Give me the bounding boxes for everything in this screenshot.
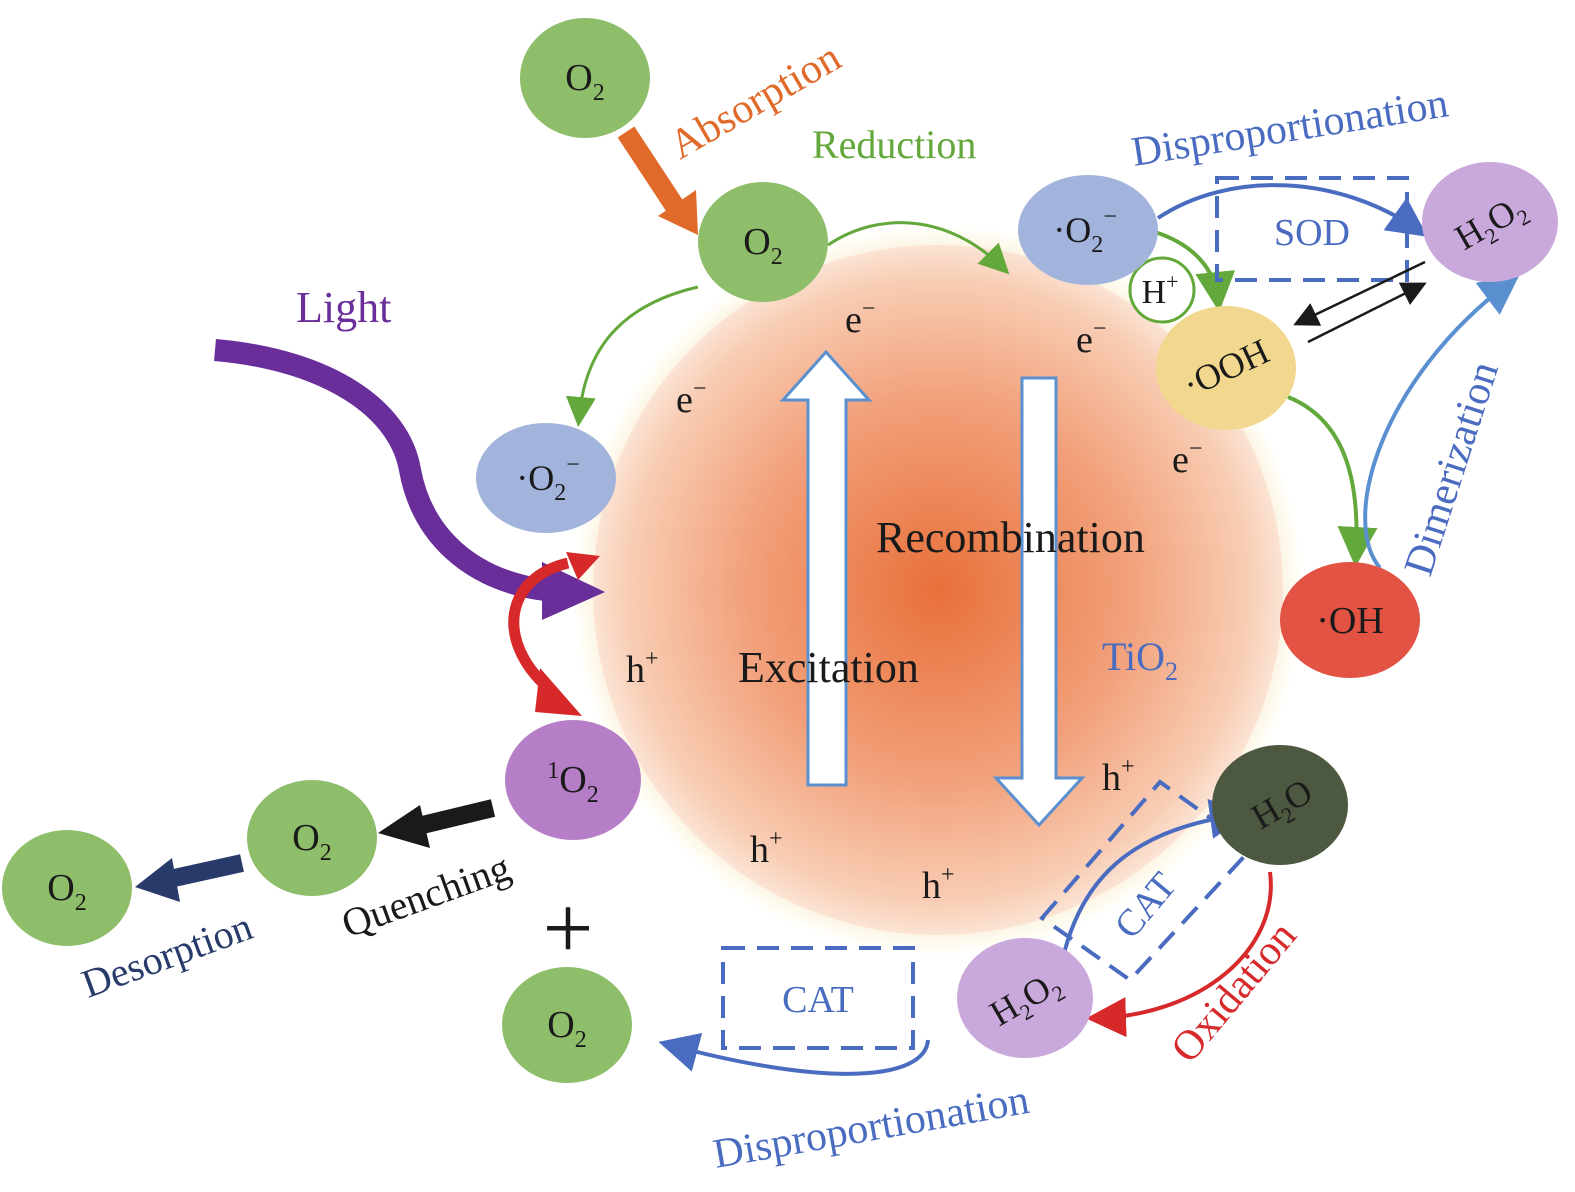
disproportionation-bottom-label: Disproportionation: [710, 1077, 1033, 1178]
light-label: Light: [296, 283, 391, 332]
sod-box: [1215, 176, 1409, 282]
ooh-ellipse: [1156, 306, 1296, 430]
singlet-o2-label: 1O2: [547, 758, 598, 808]
protonation-arrow: [1154, 230, 1236, 312]
cat-bottom-label: CAT: [782, 979, 854, 1021]
light-arrow-shaft: [214, 339, 547, 601]
superoxide-right-ellipse: [1018, 175, 1158, 285]
o2-top-label: O2: [565, 57, 604, 106]
plus-sign: +: [543, 879, 594, 978]
o2-bottom-label: O2: [547, 1004, 586, 1053]
excitation-arrow: [779, 349, 873, 787]
quenching-arrow-head: [378, 805, 430, 848]
reduction-arrow: [827, 221, 1010, 275]
oxidation-arrow: [1086, 871, 1273, 1038]
electron-label: e−: [1172, 436, 1202, 481]
desorption-arrow-head: [135, 858, 180, 902]
hole-label: h+: [626, 646, 659, 691]
sod-label: SOD: [1274, 212, 1350, 254]
excitation-label: Excitation: [738, 643, 919, 692]
singlet-arrow-head: [535, 668, 582, 716]
reduction-label: Reduction: [812, 122, 976, 167]
hole-label: h+: [1102, 754, 1135, 799]
cat-disproportionation-arrow: [658, 1032, 930, 1076]
o2-top-ellipse: [520, 18, 650, 138]
equilibrium-arrow-forward: [1307, 282, 1427, 344]
o2-quench-label: O2: [292, 817, 331, 866]
recombination-label: Recombination: [876, 513, 1145, 562]
desorption-arrow-shaft: [163, 854, 244, 889]
o2-desorb-ellipse: [2, 830, 132, 946]
cat-arrow-to-water: [1060, 799, 1250, 963]
light-arrow-head: [542, 562, 605, 620]
superoxide-left-ellipse: [476, 423, 616, 533]
h2o2-bottom-ellipse: [957, 938, 1093, 1058]
o2-quench-ellipse: [247, 780, 377, 896]
singlet-arrow-shaft: [508, 557, 570, 693]
tio2-particle: [593, 245, 1283, 935]
equilibrium-arrow-back: [1293, 260, 1426, 326]
tio2-label: TiO2: [1102, 634, 1178, 686]
recombination-arrow: [992, 376, 1086, 828]
electron-label: e−: [845, 296, 875, 341]
oxidation-label: Oxidation: [1162, 913, 1305, 1071]
proton-circle: [1128, 256, 1196, 324]
hole-label: h+: [922, 862, 955, 907]
singlet-o2-ellipse: [505, 720, 641, 840]
dimerization-arrow: [1363, 274, 1520, 570]
surface-reduction-arrow: [565, 285, 699, 427]
singlet-arrow-tail: [566, 552, 600, 580]
proton-label: H+: [1142, 269, 1179, 311]
oh-label: ·OH: [1316, 600, 1384, 642]
hole-label: h+: [750, 826, 783, 871]
absorption-arrow-head: [658, 190, 698, 235]
ooh-to-oh-arrow: [1287, 395, 1378, 567]
superoxide-left-label: ·O2−: [516, 452, 580, 506]
disproportionation-top-label: Disproportionation: [1128, 80, 1451, 175]
sod-dismutation-arrow: [1156, 183, 1428, 237]
oh-ellipse: [1280, 562, 1420, 678]
o2-desorb-label: O2: [47, 867, 86, 916]
h2o2-top-ellipse: [1422, 162, 1558, 282]
h2o-ellipse: [1212, 745, 1348, 865]
superoxide-right-label: ·O2−: [1053, 204, 1117, 258]
electron-label: e−: [1076, 316, 1106, 361]
electron-label: e−: [676, 376, 706, 421]
o2-surface-ellipse: [698, 182, 828, 302]
dimerization-label: Dimerization: [1396, 356, 1508, 581]
o2-bottom-ellipse: [502, 967, 632, 1083]
o2-surface-label: O2: [743, 221, 782, 270]
absorption-arrow-shaft: [617, 126, 685, 214]
cat-box-bottom: [721, 946, 915, 1050]
